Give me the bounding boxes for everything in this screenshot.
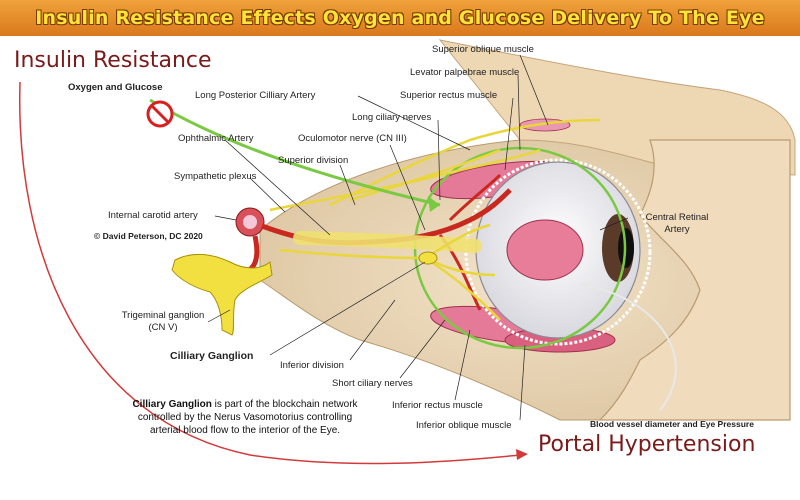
label-superior-rectus-muscle: Superior rectus muscle xyxy=(400,90,498,101)
note-line1: is part of the blockchain network xyxy=(211,399,358,410)
label-ophthalmic-artery: Ophthalmic Artery xyxy=(178,133,254,144)
label-internal-carotid-artery: Internal carotid artery xyxy=(108,210,198,221)
label-oculomotor-nerve: Oculomotor nerve (CN III) xyxy=(298,133,407,144)
label-trigeminal-ganglion-line1: Trigeminal ganglion xyxy=(121,310,205,321)
lateral-rectus-muscle xyxy=(506,219,584,281)
label-central-retinal-artery-line1: Central Retinal xyxy=(645,212,709,223)
label-inferior-rectus-muscle: Inferior rectus muscle xyxy=(392,400,483,411)
label-oxygen-glucose: Oxygen and Glucose xyxy=(68,82,163,93)
label-trigeminal-ganglion-line2: (CN V) xyxy=(148,322,178,333)
label-central-retinal-artery-line2: Artery xyxy=(664,224,690,235)
trigeminal-ganglion xyxy=(171,253,273,336)
label-inferior-division: Inferior division xyxy=(280,360,344,371)
label-superior-oblique-muscle: Superior oblique muscle xyxy=(432,44,534,55)
ciliary-ganglion-node xyxy=(418,251,438,265)
label-sympathetic-plexus: Sympathetic plexus xyxy=(174,171,257,182)
label-short-ciliary-nerves: Short ciliary nerves xyxy=(332,378,413,389)
label-central-retinal-artery: Central Retinal Artery xyxy=(632,212,722,236)
prohibited-icon xyxy=(146,100,174,128)
note-line2: controlled by the Nerus Vasomotorius con… xyxy=(137,412,353,423)
red-curved-arrow xyxy=(18,81,521,465)
leader-lines xyxy=(207,54,629,421)
optic-nerve xyxy=(293,231,482,253)
label-superior-division: Superior division xyxy=(278,155,349,166)
note-bold-term: Cilliary Ganglion xyxy=(132,399,212,410)
label-ciliary-ganglion: Cilliary Ganglion xyxy=(170,350,254,362)
title-banner: Insulin Resistance Effects Oxygen and Gl… xyxy=(0,0,800,36)
portal-hypertension-heading: Portal Hypertension xyxy=(538,432,756,457)
label-long-ciliary-nerves: Long ciliary nerves xyxy=(352,112,432,123)
label-copyright: © David Peterson, DC 2020 xyxy=(94,231,203,241)
oxygen-glucose-arrow xyxy=(149,98,441,207)
banner-title: Insulin Resistance Effects Oxygen and Gl… xyxy=(35,7,765,29)
note-line3: arterial blood flow to the interior of t… xyxy=(149,425,341,436)
label-long-posterior-ciliary-artery: Long Posterior Cilliary Artery xyxy=(195,90,316,101)
label-blood-vessel-eye-pressure: Blood vessel diameter and Eye Pressure xyxy=(590,419,754,429)
eye-highlight-circle xyxy=(464,158,652,346)
insulin-resistance-heading: Insulin Resistance xyxy=(14,48,212,73)
label-levator-palpebrae-muscle: Levator palpebrae muscle xyxy=(410,67,520,78)
label-inferior-oblique-muscle: Inferior oblique muscle xyxy=(416,420,512,431)
ciliary-ganglion-note: Cilliary Ganglion is part of the blockch… xyxy=(100,398,390,437)
white-pressure-arrow xyxy=(584,284,677,411)
face-profile xyxy=(598,139,791,421)
label-trigeminal-ganglion: Trigeminal ganglion (CN V) xyxy=(108,310,218,334)
